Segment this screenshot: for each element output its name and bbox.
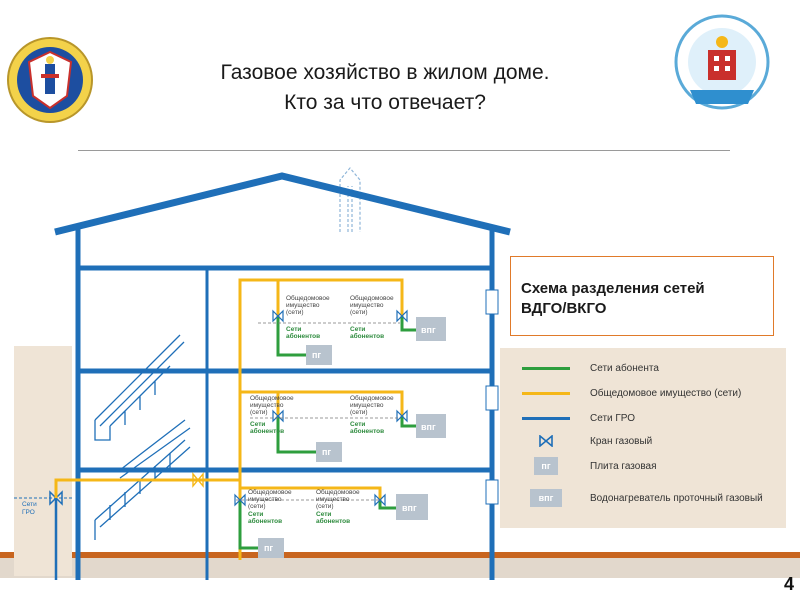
common-property-label: (сети) [350, 309, 368, 316]
page-title: Газовое хозяйство в жилом доме. Кто за ч… [150, 58, 620, 118]
common-property-label: имущество [286, 302, 320, 309]
common-property-network [54, 278, 404, 560]
subscriber-label: Сети [250, 421, 265, 428]
legend-panel: Сети абонента Общедомовое имущество (сет… [500, 348, 786, 528]
gro-label-line-1: Сети [22, 501, 37, 508]
common-property-label: (сети) [250, 409, 268, 416]
common-property-label: Общедомовое [350, 394, 394, 402]
stove-label: пг [322, 447, 331, 457]
separation-dashes [236, 322, 400, 501]
scheme-caption-line-1: Схема разделения сетей [521, 280, 705, 297]
staircase [94, 334, 191, 540]
subscriber-label: абонентов [286, 332, 320, 340]
gro-label-line-2: ГРО [22, 509, 35, 516]
stove-icon [306, 345, 332, 365]
water-heater-icon [416, 414, 446, 438]
gro-network [14, 490, 72, 580]
management-companies-day-logo [668, 8, 776, 116]
stove-label: пг [312, 350, 321, 360]
legend-label: Общедомовое имущество (сети) [590, 387, 742, 399]
water-heater-icon [396, 494, 428, 520]
legend-label: Кран газовый [590, 435, 653, 447]
common-property-label: (сети) [350, 409, 368, 416]
title-divider [78, 150, 730, 151]
common-property-label: (сети) [248, 503, 266, 510]
stove-icon: пг [534, 457, 558, 475]
legend-label: Водонагреватель проточный газовый [590, 492, 763, 504]
legend-label: Сети абонента [590, 362, 659, 374]
legend-label: Сети ГРО [590, 412, 636, 424]
subscriber-label: абонентов [316, 517, 350, 525]
legend-item-stove: пг Плита газовая [500, 456, 657, 476]
common-property-label: имущество [250, 402, 284, 409]
gas-valve-icon [522, 435, 570, 447]
legend-item-common-property: Общедомовое имущество (сети) [500, 383, 741, 403]
gas-network-diagram: Сети ГРО [14, 167, 511, 580]
subscriber-label: Сети [350, 421, 365, 428]
water-heater-icon: впг [530, 489, 562, 507]
legend-item-subscriber: Сети абонента [500, 358, 659, 378]
title-line-2: Кто за что отвечает? [284, 91, 486, 114]
subscriber-label: абонентов [248, 517, 282, 525]
gas-valve-icon [49, 490, 63, 506]
subscriber-label: Сети [350, 326, 365, 333]
common-property-label: Общедомовое [248, 488, 292, 496]
water-heater-icon [416, 317, 446, 341]
yellow-line-swatch [522, 391, 570, 395]
heater-label: впг [402, 503, 417, 513]
heater-label: впг [421, 325, 436, 335]
blue-line-swatch [522, 416, 570, 420]
common-property-label: Общедомовое [350, 294, 394, 302]
footer-accent-bar [0, 552, 800, 558]
subscriber-label: Сети [248, 511, 263, 518]
appliances [258, 317, 446, 558]
common-property-label: Общедомовое [250, 394, 294, 402]
stove-icon [258, 538, 284, 558]
scheme-caption-box: Схема разделения сетей ВДГО/ВКГО [510, 256, 774, 336]
windows [485, 289, 499, 505]
house-roof [54, 172, 511, 236]
page-number: 4 [783, 574, 794, 594]
legend-item-heater: впг Водонагреватель проточный газовый [500, 488, 763, 508]
gas-valve-icon [192, 472, 204, 488]
common-property-label: Общедомовое [316, 488, 360, 496]
common-property-label: имущество [316, 496, 350, 503]
heater-label: впг [421, 422, 436, 432]
scheme-caption-line-2: ВДГО/ВКГО [521, 300, 607, 317]
subscriber-label: абонентов [250, 427, 284, 435]
municipal-coat-of-arms-logo [5, 34, 95, 126]
common-property-label: имущество [350, 302, 384, 309]
stove-icon [316, 442, 342, 462]
common-property-label: имущество [248, 496, 282, 503]
subscriber-label: Сети [286, 326, 301, 333]
chimney-outline [339, 167, 361, 232]
subscriber-label: абонентов [350, 332, 384, 340]
green-line-swatch [522, 366, 570, 370]
subscriber-label: абонентов [350, 427, 384, 435]
legend-item-valve: Кран газовый [500, 431, 652, 451]
legend-label: Плита газовая [590, 460, 657, 472]
common-property-label: (сети) [286, 309, 304, 316]
ground-area [14, 346, 72, 576]
subscriber-label: Сети [316, 511, 331, 518]
legend-item-gro: Сети ГРО [500, 408, 635, 428]
title-line-1: Газовое хозяйство в жилом доме. [220, 61, 550, 84]
subscriber-network [238, 316, 416, 550]
stove-label: пг [264, 543, 273, 553]
common-property-label: (сети) [316, 503, 334, 510]
footer-bar [0, 558, 800, 578]
common-property-label: Общедомовое [286, 294, 330, 302]
common-property-label: имущество [350, 402, 384, 409]
